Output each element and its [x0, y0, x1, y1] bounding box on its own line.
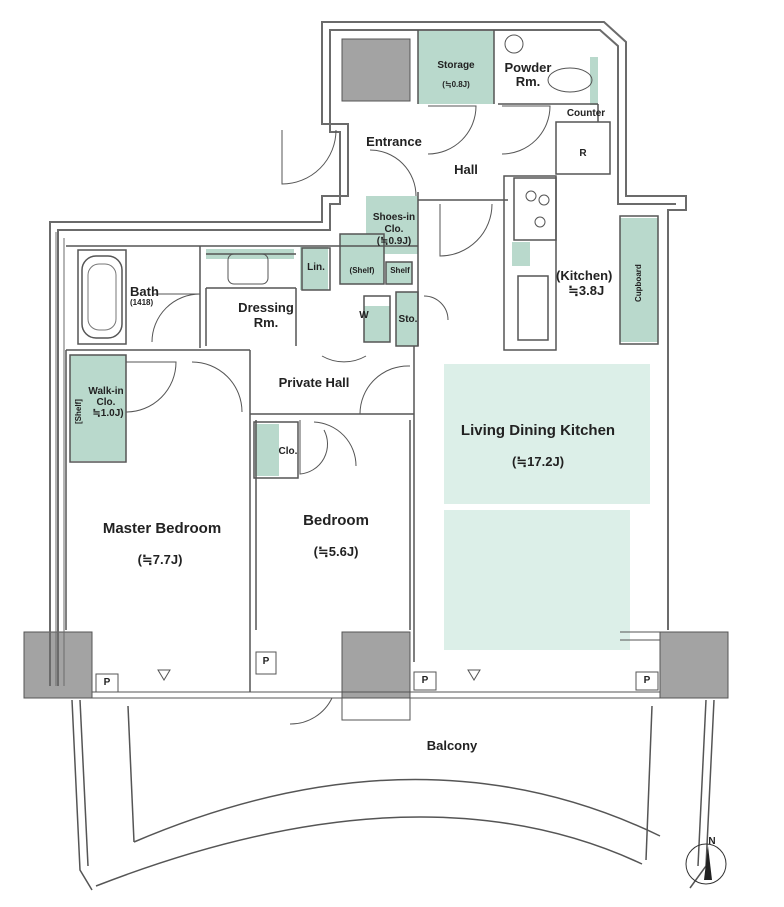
north-label: N	[708, 836, 716, 847]
toilet	[547, 67, 593, 93]
master-bedroom-label: Master Bedroom	[102, 520, 222, 537]
pipe-space-3: P	[421, 675, 429, 686]
pipe-spaces	[95, 651, 659, 693]
bathtub	[81, 255, 123, 339]
ldk-area: (≒17.2J)	[511, 454, 565, 469]
kitchen-label: (Kitchen)	[556, 268, 613, 283]
kitchen-area: ≒3.8J	[568, 283, 605, 298]
powder-room-label-2: Rm.	[515, 74, 541, 89]
pipe-space-1: P	[103, 677, 111, 688]
refrigerator-label: R	[579, 148, 587, 159]
storage-small-label: Sto.	[398, 314, 418, 325]
facade	[92, 631, 660, 721]
bath-label: Bath	[130, 284, 159, 299]
walk-in-closet-area: ≒1.0J)	[92, 408, 124, 419]
shoes-closet-label: Shoes-in	[372, 212, 416, 223]
bedroom-label: Bedroom	[303, 512, 369, 529]
bedroom-area: (≒5.6J)	[313, 544, 359, 559]
counter-label: Counter	[566, 108, 606, 119]
shoes-closet-label-2: Clo.	[384, 224, 404, 235]
dressing-room-label-2: Rm.	[253, 315, 279, 330]
balcony-label: Balcony	[426, 738, 478, 753]
shelf-label: (Shelf)	[349, 266, 375, 275]
entrance-label: Entrance	[366, 134, 422, 149]
stove	[525, 190, 550, 228]
closet-label: Clo.	[278, 446, 298, 457]
hall-label: Hall	[454, 162, 478, 177]
walk-in-closet-label-2: Clo.	[96, 397, 116, 408]
shoes-closet-area: (≒0.9J)	[376, 236, 412, 247]
outer-walls	[49, 21, 687, 686]
interior-walls	[65, 30, 659, 692]
north-compass	[685, 843, 727, 885]
shelf-label-2: Shelf	[390, 266, 410, 275]
ldk-floor-lower	[444, 510, 630, 650]
vanity-sink	[227, 253, 269, 285]
storage-label: Storage	[437, 60, 475, 71]
storage-fills	[70, 30, 658, 476]
powder-room-label: Powder	[504, 60, 552, 75]
pipe-space-2: P	[262, 656, 270, 667]
walk-in-shelf-label: [Shelf]	[74, 399, 83, 424]
master-bedroom-area: (≒7.7J)	[137, 552, 183, 567]
dressing-room-label: Dressing	[238, 300, 294, 315]
cupboard-label: Cupboard	[634, 264, 643, 302]
bath-size: (1418)	[130, 298, 154, 307]
private-hall-label: Private Hall	[278, 375, 350, 390]
linen-label: Lin.	[307, 262, 325, 273]
balcony-outline	[71, 699, 715, 891]
ldk-label: Living Dining Kitchen	[460, 422, 616, 439]
window-markers	[157, 669, 481, 681]
ldk-floor-upper	[444, 364, 650, 504]
washer-label: W	[359, 310, 369, 321]
door-swings	[125, 105, 551, 725]
walk-in-closet-label: Walk-in	[88, 386, 124, 397]
pipe-space-4: P	[643, 675, 651, 686]
storage-area: (≒0.8J)	[442, 80, 470, 89]
kitchen-name: Kitchen	[560, 268, 609, 283]
